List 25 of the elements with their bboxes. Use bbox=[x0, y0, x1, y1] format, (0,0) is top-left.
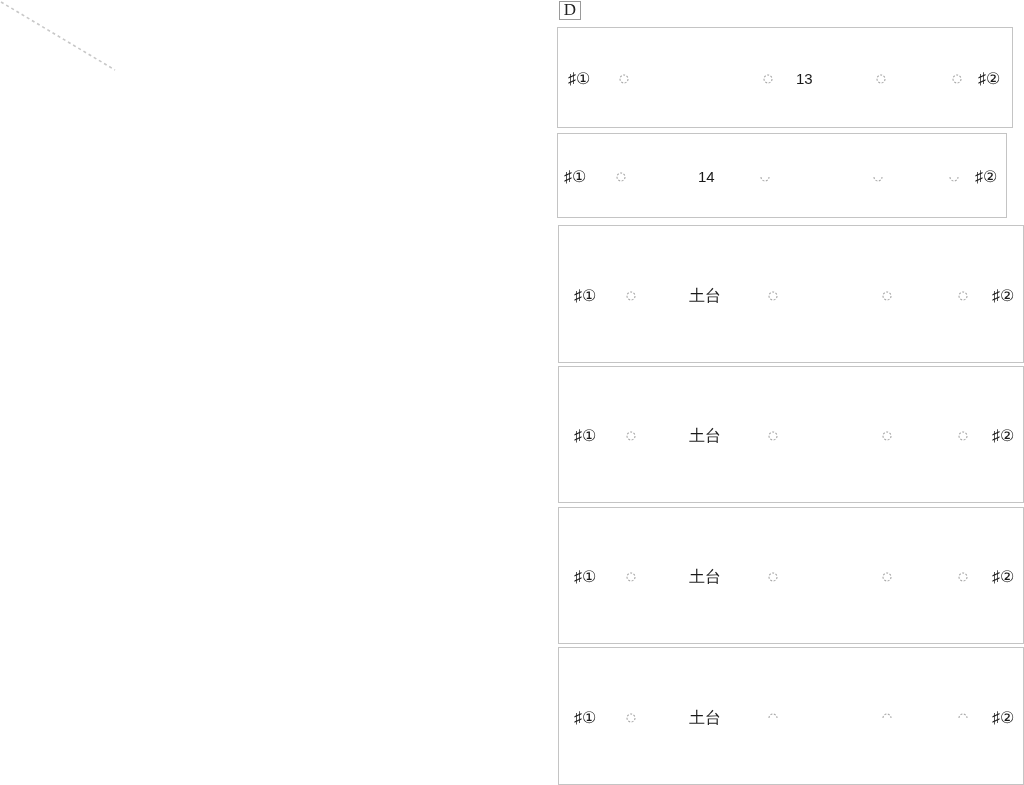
circled-number-label: ♯① bbox=[568, 70, 590, 88]
circled-number-label: ♯② bbox=[992, 709, 1014, 727]
letter-box: D bbox=[559, 1, 581, 20]
panel bbox=[558, 366, 1024, 503]
circled-number-label: ♯② bbox=[992, 287, 1014, 305]
circled-number-label: ♯② bbox=[975, 168, 997, 186]
circled-number-label: ♯② bbox=[992, 568, 1014, 586]
circled-number-label: ♯① bbox=[574, 568, 596, 586]
panel-text: 14 bbox=[698, 168, 715, 186]
panel-text: 土台 bbox=[689, 427, 721, 445]
panel bbox=[558, 507, 1024, 644]
panel-text: 土台 bbox=[689, 568, 721, 586]
circled-number-label: ♯① bbox=[564, 168, 586, 186]
panel bbox=[558, 225, 1024, 363]
circled-number-label: ♯① bbox=[574, 287, 596, 305]
panel-text: 土台 bbox=[689, 287, 721, 305]
circled-number-label: ♯① bbox=[574, 709, 596, 727]
panel bbox=[558, 647, 1024, 785]
panel-text: 土台 bbox=[689, 709, 721, 727]
panel bbox=[557, 27, 1013, 128]
panel bbox=[557, 133, 1007, 218]
circled-number-label: ♯② bbox=[978, 70, 1000, 88]
circled-number-label: ♯① bbox=[574, 427, 596, 445]
panel-text: 13 bbox=[796, 70, 813, 88]
circled-number-label: ♯② bbox=[992, 427, 1014, 445]
